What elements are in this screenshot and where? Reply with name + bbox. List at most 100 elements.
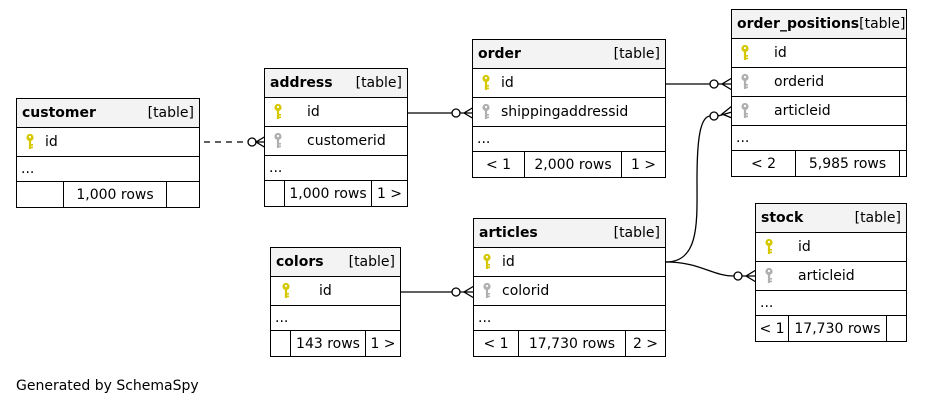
relation-colors-articles-circle <box>451 287 461 297</box>
relation-articles-positions-circle <box>709 111 719 121</box>
column-row: id <box>732 39 906 68</box>
table-name: order <box>478 46 521 62</box>
column-row: colorid <box>474 277 665 306</box>
table-kind: [table] <box>613 46 660 62</box>
table-colors[interactable]: colors [table] id ... 143 rows 1 > <box>270 247 401 357</box>
table-footer: < 1 2,000 rows 1 > <box>473 152 665 177</box>
column-row: id <box>17 128 199 157</box>
table-footer: 143 rows 1 > <box>271 331 400 356</box>
primary-key-icon <box>479 74 493 92</box>
parents-count: < 1 <box>474 331 519 356</box>
column-row: shippingaddressid <box>473 98 665 127</box>
column-name: shippingaddressid <box>501 104 629 120</box>
table-name: articles <box>479 225 538 241</box>
primary-key-icon <box>279 282 293 300</box>
relation-order-positions-circle <box>709 79 719 89</box>
foreign-key-icon <box>762 267 776 285</box>
row-count: 1,000 rows <box>64 182 167 207</box>
row-count: 5,985 rows <box>796 151 900 176</box>
column-row: articleid <box>732 97 906 126</box>
table-footer: < 1 17,730 rows 2 > <box>474 331 665 356</box>
row-count: 17,730 rows <box>519 331 626 356</box>
parents-count: < 1 <box>756 316 789 341</box>
table-header: order [table] <box>473 40 665 69</box>
more-columns: ... <box>271 306 400 331</box>
foreign-key-icon <box>271 132 285 150</box>
children-count: 1 > <box>376 185 403 202</box>
row-count: 17,730 rows <box>789 316 887 341</box>
column-row: id <box>473 69 665 98</box>
parents-count <box>17 182 64 207</box>
column-name: id <box>319 283 332 299</box>
foreign-key-icon <box>479 103 493 121</box>
row-count: 1,000 rows <box>285 181 372 206</box>
parents-count: < 1 <box>473 152 525 177</box>
table-kind: [table] <box>613 225 660 241</box>
table-footer: 1,000 rows 1 > <box>265 181 407 206</box>
column-row: id <box>474 248 665 277</box>
column-name: id <box>502 254 515 270</box>
column-name: id <box>501 75 514 91</box>
table-header: colors [table] <box>271 248 400 277</box>
parents-count <box>265 181 285 206</box>
more-columns: ... <box>473 127 665 152</box>
more-columns: ... <box>474 306 665 331</box>
column-row: customerid <box>265 127 407 156</box>
table-name: stock <box>761 210 804 226</box>
foreign-key-icon <box>738 102 752 120</box>
table-order[interactable]: order [table] id shippingaddressid ... <… <box>472 39 666 178</box>
relation-articles-stock <box>665 261 735 277</box>
relation-articles-positions-crowfoot <box>717 105 733 119</box>
relation-address-order-circle <box>451 108 461 118</box>
table-footer: < 1 17,730 rows <box>756 316 906 341</box>
table-footer: 1,000 rows <box>17 182 199 207</box>
table-address[interactable]: address [table] id customerid ... 1,000 … <box>264 68 408 207</box>
table-header: articles [table] <box>474 219 665 248</box>
primary-key-icon <box>23 133 37 151</box>
table-customer[interactable]: customer [table] id ... 1,000 rows <box>16 98 200 208</box>
relation-address-order-crowfoot <box>460 106 475 120</box>
relation-articles-stock-crowfoot <box>742 269 757 283</box>
generated-by-note: Generated by SchemaSpy <box>16 378 199 394</box>
column-row: id <box>756 233 906 262</box>
primary-key-icon <box>738 44 752 62</box>
table-kind: [table] <box>355 75 402 91</box>
column-name: articleid <box>798 268 855 284</box>
more-columns: ... <box>17 157 199 182</box>
table-name: order_positions <box>737 16 860 32</box>
children-count <box>887 316 906 341</box>
primary-key-icon <box>762 238 776 256</box>
column-row: orderid <box>732 68 906 97</box>
more-columns: ... <box>265 156 407 181</box>
children-count: 2 > <box>632 335 659 352</box>
foreign-key-icon <box>738 73 752 91</box>
table-order-positions[interactable]: order_positions [table] id orderid artic… <box>731 9 907 177</box>
column-name: id <box>307 104 320 120</box>
table-header: stock [table] <box>756 204 906 233</box>
table-header: order_positions [table] <box>732 10 906 39</box>
table-kind: [table] <box>348 254 395 270</box>
parents-count <box>271 331 291 356</box>
table-header: address [table] <box>265 69 407 98</box>
foreign-key-icon <box>480 282 494 300</box>
table-kind: [table] <box>859 16 906 32</box>
column-name: colorid <box>502 283 550 299</box>
column-name: id <box>774 45 787 61</box>
column-name: customerid <box>307 133 386 149</box>
row-count: 2,000 rows <box>525 152 622 177</box>
relation-articles-stock-circle <box>733 271 743 281</box>
parents-count: < 2 <box>732 151 796 176</box>
table-kind: [table] <box>854 210 901 226</box>
table-articles[interactable]: articles [table] id colorid ... < 1 17,7… <box>473 218 666 357</box>
children-count: 1 > <box>370 335 396 352</box>
table-stock[interactable]: stock [table] id articleid ... < 1 17,73… <box>755 203 907 342</box>
more-columns: ... <box>732 126 906 151</box>
more-columns: ... <box>756 291 906 316</box>
column-name: id <box>45 134 58 150</box>
relation-colors-articles-crowfoot <box>460 285 475 299</box>
column-name: articleid <box>774 103 831 119</box>
table-header: customer [table] <box>17 99 199 128</box>
column-name: orderid <box>774 74 825 90</box>
column-name: id <box>798 239 811 255</box>
